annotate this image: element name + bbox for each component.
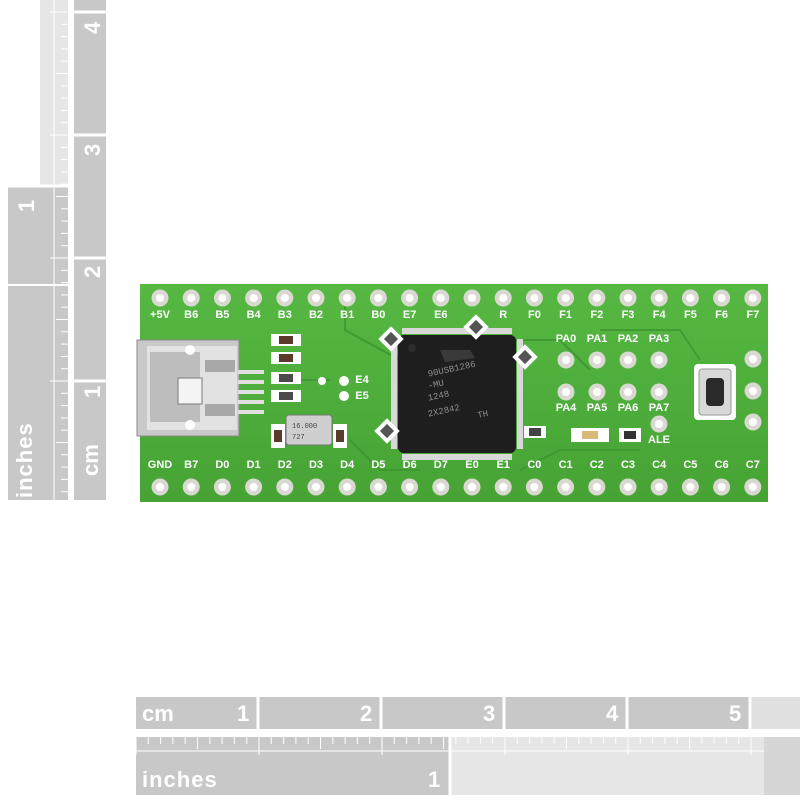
microcontroller-chip [391, 328, 523, 460]
left-cm-strip [74, 0, 106, 500]
via-pad [339, 391, 349, 401]
chip-marking-2: -MU [427, 378, 445, 391]
cm-number-2: 2 [360, 701, 373, 726]
reset-button [694, 364, 736, 420]
svg-text:16.000: 16.000 [292, 423, 317, 431]
inches-label: inches [142, 767, 218, 792]
chip-marking-5: TH [477, 409, 490, 421]
chip-marking-3: 1248 [427, 389, 450, 403]
cm-number-3: 3 [483, 701, 496, 726]
cm-label: cm [142, 701, 174, 726]
cm-strip [136, 697, 750, 729]
cm-number-5: 5 [729, 701, 742, 726]
smd-components [271, 314, 641, 448]
cm-number-1: 1 [237, 701, 250, 726]
cm-number-4: 4 [606, 701, 619, 726]
inch-strip [136, 765, 450, 795]
via-pad [318, 377, 326, 385]
left-inch-strip [8, 186, 40, 500]
via-pad [339, 376, 349, 386]
crystal: 16.000 727 [285, 414, 333, 446]
inch-number-1: 1 [428, 767, 441, 792]
svg-text:727: 727 [292, 434, 305, 442]
usb-connector [136, 339, 264, 437]
